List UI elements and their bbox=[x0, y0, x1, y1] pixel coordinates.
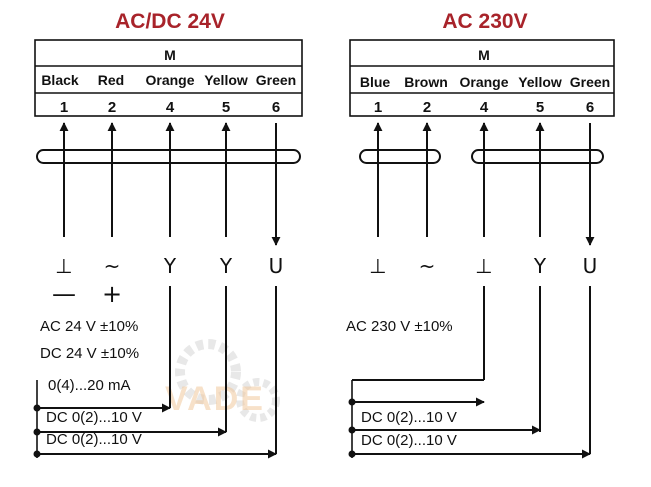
right-device-box bbox=[349, 39, 615, 117]
left-y-symbol-5: Y bbox=[219, 254, 233, 278]
right-pin-5: 5 bbox=[536, 99, 544, 116]
right-y-symbol-5: Y bbox=[533, 254, 547, 278]
gear-icon bbox=[175, 339, 241, 405]
left-panel: AC/DC 24V M Black Red Orange Yellow Gree… bbox=[33, 10, 303, 459]
right-cable-sheath-power bbox=[359, 149, 441, 164]
right-supply-ac: AC 230 V ±10% bbox=[346, 318, 453, 335]
left-wire-color-1: Black bbox=[41, 72, 79, 88]
left-pin-1: 1 bbox=[60, 99, 68, 116]
left-signal-label-2: DC 0(2)...10 V bbox=[46, 409, 142, 426]
left-wire-color-5: Yellow bbox=[204, 72, 248, 88]
left-wire-color-2: Red bbox=[98, 72, 124, 88]
right-wire-color-2: Brown bbox=[404, 74, 448, 90]
left-minus-sign: — bbox=[52, 280, 76, 308]
right-pin-4: 4 bbox=[480, 99, 489, 116]
left-pin-2: 2 bbox=[108, 99, 116, 116]
left-ground-symbol: ⊥ bbox=[55, 254, 72, 278]
left-wire-color-4: Orange bbox=[145, 72, 194, 88]
left-u-symbol-6: U bbox=[269, 254, 284, 278]
left-signal-label-1: 0(4)...20 mA bbox=[48, 377, 131, 394]
right-signal-label-2: DC 0(2)...10 V bbox=[361, 432, 457, 449]
left-plus-sign: + bbox=[102, 280, 122, 308]
right-pin-6: 6 bbox=[586, 99, 594, 116]
right-u-symbol-6: U bbox=[583, 254, 598, 278]
left-wire-color-6: Green bbox=[256, 72, 296, 88]
left-signal-label-3: DC 0(2)...10 V bbox=[46, 431, 142, 448]
right-panel: AC 230V M Blue Brown Orange Yellow Green… bbox=[346, 10, 615, 459]
watermark-text: VADE bbox=[165, 380, 265, 418]
left-pin-6: 6 bbox=[272, 99, 280, 116]
right-wire-color-4: Orange bbox=[459, 74, 508, 90]
left-ac-symbol: ~ bbox=[104, 254, 121, 278]
right-wire-color-6: Green bbox=[570, 74, 610, 90]
right-pin-1: 1 bbox=[374, 99, 382, 116]
right-wire-color-1: Blue bbox=[360, 74, 391, 90]
right-device-label: M bbox=[478, 47, 490, 63]
right-title: AC 230V bbox=[442, 10, 527, 33]
right-signal-label-1: DC 0(2)...10 V bbox=[361, 409, 457, 426]
right-ground-symbol-4: ⊥ bbox=[475, 254, 492, 278]
right-ground-symbol-1: ⊥ bbox=[369, 254, 386, 278]
left-cable-sheath bbox=[36, 149, 301, 164]
left-device-box bbox=[34, 39, 303, 117]
left-pin-5: 5 bbox=[222, 99, 230, 116]
right-ac-symbol: ~ bbox=[419, 254, 436, 278]
left-y-symbol-4: Y bbox=[163, 254, 177, 278]
left-pin-4: 4 bbox=[166, 99, 175, 116]
left-title: AC/DC 24V bbox=[115, 10, 225, 33]
left-device-label: M bbox=[164, 47, 176, 63]
right-pin-2: 2 bbox=[423, 99, 431, 116]
right-cable-sheath-signal bbox=[471, 149, 604, 164]
right-wire-color-5: Yellow bbox=[518, 74, 562, 90]
watermark-logo: VADE bbox=[165, 339, 280, 422]
left-supply-ac: AC 24 V ±10% bbox=[40, 318, 138, 335]
left-supply-dc: DC 24 V ±10% bbox=[40, 345, 139, 362]
